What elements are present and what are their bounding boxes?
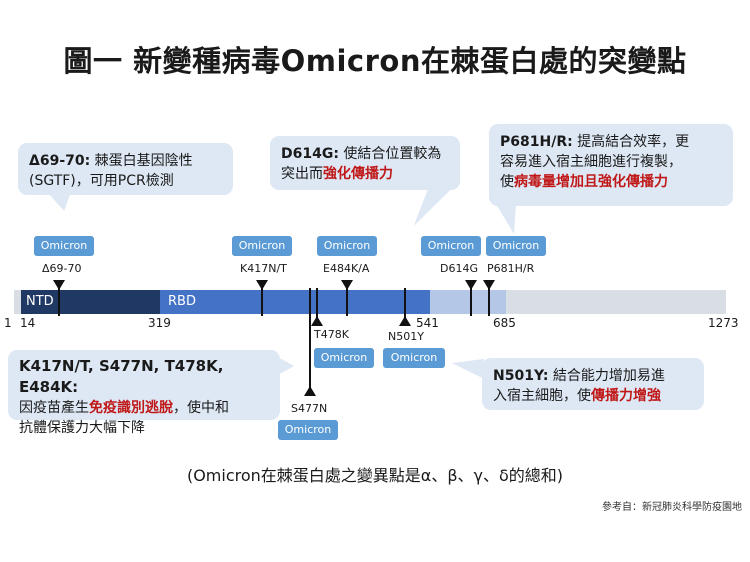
callout-text: ，使中和 (173, 400, 229, 416)
mutation-marker-p681 (483, 280, 495, 290)
mutation-label-d614: D614G (440, 262, 478, 275)
marker-stem (404, 288, 406, 318)
mutation-marker-del69-70 (53, 280, 65, 290)
mutation-label-k417: K417N/T (240, 262, 287, 275)
callout-pointer (401, 188, 453, 226)
callout-key: N501Y: (493, 368, 549, 384)
callout-text: 棘蛋白基因陰性 (90, 153, 193, 169)
mutation-label-p681: P681H/R (487, 262, 535, 275)
omicron-tag: Omicron (317, 236, 377, 256)
spike-segment-rbd (160, 290, 430, 314)
omicron-tag: Omicron (486, 236, 546, 256)
callout-emphasis: 免疫識別逃脫 (89, 400, 173, 416)
callout-d614g: D614G: 使結合位置較為 突出而強化傳播力 (270, 136, 460, 190)
mutation-marker-k417 (256, 280, 268, 290)
marker-stem (316, 288, 318, 318)
marker-stem (261, 288, 263, 316)
callout-text: 入宿主細胞，使 (493, 388, 591, 404)
omicron-tag: Omicron (34, 236, 94, 256)
callout-emphasis: 傳播力增強 (591, 388, 661, 404)
mutation-label-n501: N501Y (388, 330, 424, 343)
mutation-marker-s477 (304, 386, 316, 396)
position-tick: 1 (4, 316, 12, 330)
callout-text: 結合能力增加易進 (548, 368, 665, 384)
callout-key: Δ69-70: (29, 153, 91, 169)
callout-key: D614G: (281, 146, 339, 162)
callout-del69-70: Δ69-70: 棘蛋白基因陰性 (SGTF)，可用PCR檢測 (18, 143, 233, 195)
position-tick: 685 (493, 316, 516, 330)
spike-segment-ntd (21, 290, 161, 314)
mutation-label-del69-70: Δ69-70 (42, 262, 82, 275)
callout-pointer (276, 356, 294, 376)
callout-emphasis: 病毒量增加且強化傳播力 (514, 174, 668, 190)
callout-text: (SGTF)，可用PCR檢測 (29, 173, 174, 189)
mutation-marker-d614 (465, 280, 477, 290)
position-tick: 1273 (708, 316, 739, 330)
callout-pointer (452, 353, 484, 379)
spike-segment-light (430, 290, 506, 314)
callout-pointer (495, 204, 525, 234)
callout-p681hr: P681H/R: 提高結合效率，更 容易進入宿主細胞進行複製， 使病毒量增加且強… (489, 124, 733, 206)
mutation-label-s477: S477N (291, 402, 328, 415)
callout-key: K417N/T, S477N, T478K, E484K: (19, 357, 224, 396)
domain-label-ntd: NTD (26, 294, 54, 309)
mutation-label-e484: E484K/A (323, 262, 370, 275)
omicron-tag: Omicron (421, 236, 481, 256)
position-tick: 14 (20, 316, 36, 330)
callout-text: 容易進入宿主細胞進行複製， (500, 154, 682, 170)
omicron-tag: Omicron (383, 348, 445, 368)
marker-stem (346, 288, 348, 316)
callout-emphasis: 強化傳播力 (323, 166, 393, 182)
callout-k417-s477-t478-e484: K417N/T, S477N, T478K, E484K: 因疫苗產生免疫識別逃… (8, 350, 280, 436)
position-tick: 319 (148, 316, 171, 330)
callout-key: P681H/R: (500, 134, 573, 150)
callout-text: 抗體保護力大幅下降 (19, 420, 145, 436)
omicron-tag: Omicron (232, 236, 292, 256)
callout-text: 因疫苗產生 (19, 400, 89, 416)
marker-stem (470, 288, 472, 316)
marker-stem (309, 288, 311, 388)
callout-pointer (49, 195, 75, 211)
domain-label-rbd: RBD (168, 294, 196, 309)
mutation-label-t478: T478K (314, 328, 349, 341)
mutation-marker-t478 (311, 316, 323, 326)
omicron-tag: Omicron (314, 348, 374, 368)
callout-text: 使結合位置較為 (338, 146, 442, 162)
figure-caption: (Omicron在棘蛋白處之變異點是α、β、γ、δ的總和) (186, 466, 564, 485)
callout-text: 使 (500, 174, 514, 190)
marker-stem (58, 288, 60, 316)
mutation-marker-e484 (341, 280, 353, 290)
callout-text: 提高結合效率，更 (572, 134, 690, 150)
mutation-marker-n501 (399, 316, 411, 326)
reference-note: 參考自：新冠肺炎科學防疫園地 (602, 502, 742, 513)
position-tick: 541 (416, 316, 439, 330)
omicron-tag: Omicron (278, 420, 338, 440)
callout-n501y: N501Y: 結合能力增加易進 入宿主細胞，使傳播力增強 (482, 358, 704, 410)
callout-text: 突出而 (281, 166, 323, 182)
figure-title: 圖一 新變種病毒Omicron在棘蛋白處的突變點 (63, 44, 687, 78)
marker-stem (488, 288, 490, 316)
